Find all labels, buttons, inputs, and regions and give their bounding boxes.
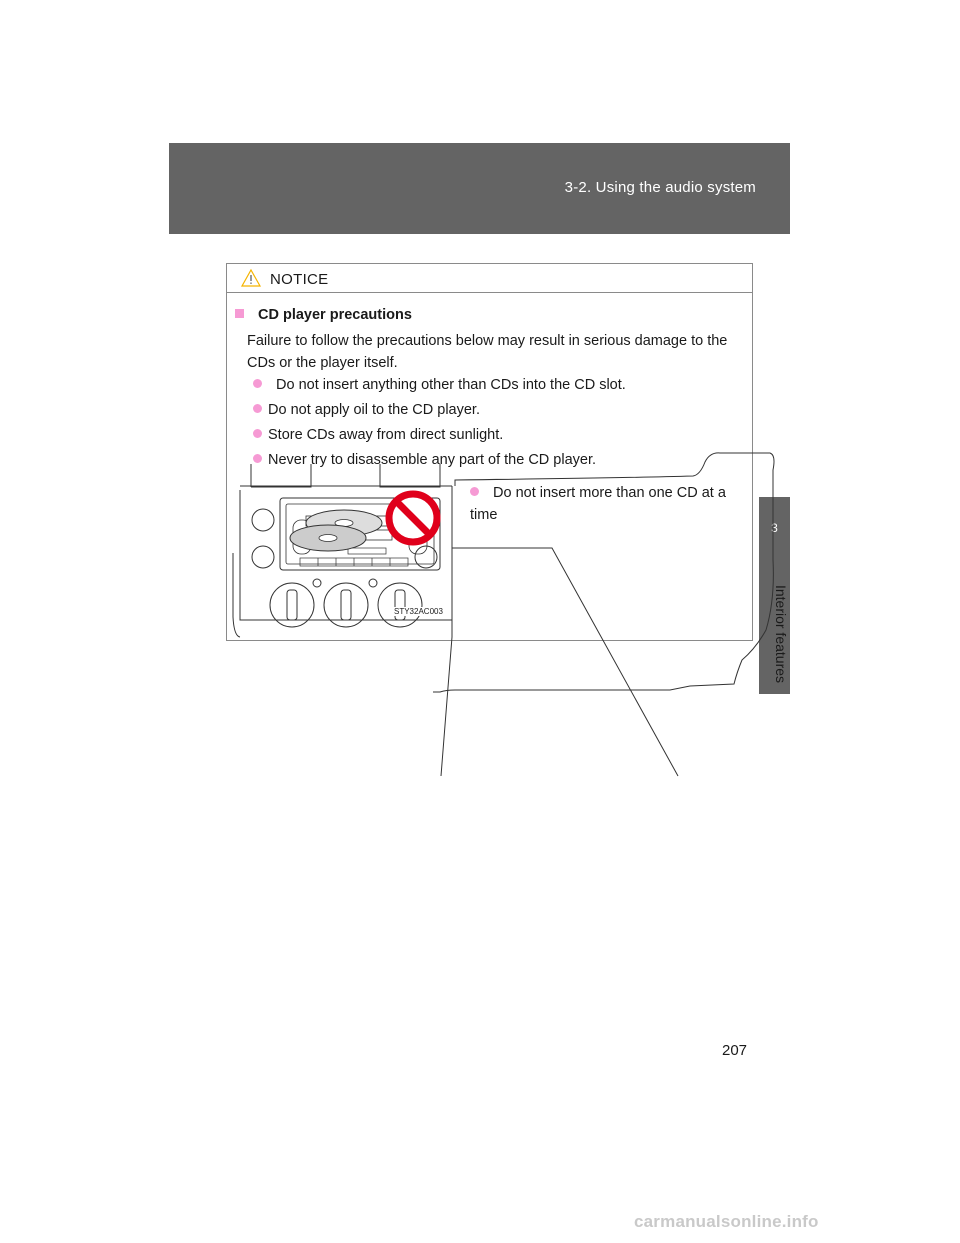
- bullet-dot-icon: [253, 404, 262, 413]
- illustration-caption: Do not insert more than one CD at a time: [470, 485, 726, 523]
- intro-paragraph: Failure to follow the precautions below …: [247, 333, 728, 371]
- square-bullet-icon: [235, 309, 244, 318]
- bullet-item: Store CDs away from direct sunlight.: [253, 425, 503, 445]
- section-title: 3-2. Using the audio system: [564, 179, 756, 196]
- bullet-dot-icon: [253, 379, 262, 388]
- illustration-code: STY32AC003: [392, 607, 445, 616]
- bullet-item: Do not insert anything other than CDs in…: [253, 375, 626, 395]
- bullet-item: Never try to disassemble any part of the…: [253, 450, 596, 470]
- chapter-tab: 3: [759, 497, 790, 694]
- notice-title: NOTICE: [270, 271, 329, 288]
- bullet-dot-icon: [253, 429, 262, 438]
- chapter-number: 3: [771, 521, 778, 535]
- bullet-dot-icon: [253, 454, 262, 463]
- bullet-dot-icon: [470, 487, 479, 496]
- header-band: 3-2. Using the audio system: [169, 143, 790, 234]
- notice-box: NOTICE CD player precautions Failure to …: [226, 263, 753, 641]
- watermark: carmanualsonline.info: [634, 1212, 819, 1231]
- page-number: 207: [722, 1042, 748, 1059]
- notice-header: NOTICE: [227, 264, 752, 293]
- no-symbol-icon: [385, 490, 441, 546]
- warning-triangle-icon: [240, 268, 262, 292]
- bullet-item: Do not apply oil to the CD player.: [253, 400, 480, 420]
- precautions-heading: CD player precautions: [235, 307, 412, 323]
